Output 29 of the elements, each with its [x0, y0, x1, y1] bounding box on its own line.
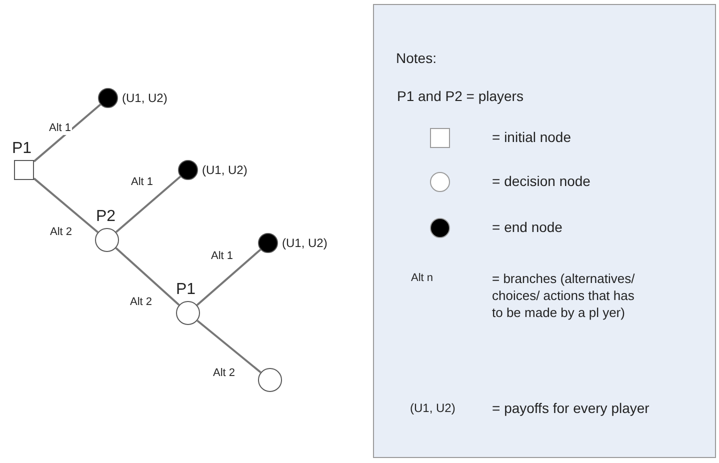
- decision-node-circle: [95, 228, 119, 252]
- payoffs-note: = payoffs for every player: [492, 400, 650, 417]
- decision-node-circle: [176, 301, 200, 325]
- initial-node-square: [14, 160, 34, 180]
- notes-heading: Notes:: [396, 50, 436, 67]
- payoff-label: (U1, U2): [202, 163, 248, 177]
- branch-line: [115, 247, 180, 306]
- branch-line: [196, 248, 262, 306]
- branch-line: [115, 176, 182, 233]
- end-node-dot: [258, 233, 278, 253]
- branch-line: [33, 104, 102, 162]
- player-label: P2: [96, 208, 116, 226]
- branch-line: [196, 320, 262, 374]
- players-note: P1 and P2 = players: [397, 88, 524, 105]
- branches-note: = branches (alternatives/ choices/ actions that has to be made by a pl yer): [492, 270, 636, 321]
- player-label: P1: [12, 140, 32, 158]
- player-label: P1: [176, 281, 196, 299]
- legend-text: = end node: [492, 219, 562, 236]
- end-node-dot: [98, 88, 118, 108]
- end-node-dot: [178, 160, 198, 180]
- legend-text: = decision node: [492, 173, 590, 190]
- payoff-label: (U1, U2): [122, 91, 168, 105]
- legend-text: = initial node: [492, 129, 572, 146]
- edge-label: Alt 1: [48, 122, 72, 135]
- payoff-label: (U1, U2): [282, 236, 328, 250]
- payoff-symbol: (U1, U2): [410, 400, 456, 417]
- branch-line: [33, 178, 98, 234]
- decision-node-circle: [258, 368, 282, 392]
- branch-symbol: Alt n: [411, 271, 434, 286]
